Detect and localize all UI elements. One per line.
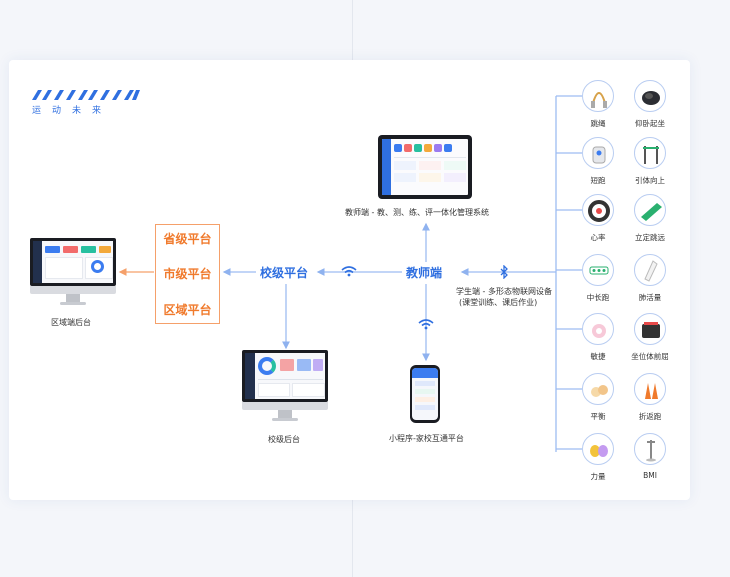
running-tag-icon bbox=[582, 254, 614, 286]
school-backend-label: 校级后台 bbox=[268, 435, 300, 444]
student-label-line1: 学生端 - 多形态物联网设备 bbox=[456, 287, 552, 296]
district-dashboard-screen bbox=[33, 241, 113, 283]
school-dashboard-screen bbox=[245, 353, 325, 399]
situp-device-icon bbox=[634, 80, 666, 112]
district-monitor bbox=[30, 238, 116, 308]
brand-name: 运动未来 bbox=[32, 106, 113, 116]
equipment-label: 引体向上 bbox=[635, 176, 665, 185]
province-platform: 省级平台 bbox=[163, 232, 212, 246]
school-platform: 校级平台 bbox=[260, 266, 309, 280]
height-scale-icon bbox=[634, 433, 666, 465]
equipment-label: 仰卧起坐 bbox=[635, 119, 665, 128]
teacher-system-label: 教师端 - 教、测、练、评一体化管理系统 bbox=[345, 208, 489, 217]
district-platform: 区域平台 bbox=[163, 303, 212, 317]
student-label-line2: (课堂训练、课后作业) bbox=[459, 298, 538, 307]
teacher-system-screen bbox=[382, 139, 468, 195]
equipment-label: 平衡 bbox=[590, 412, 606, 421]
wifi-icon bbox=[418, 319, 434, 330]
equipment-label: 短跑 bbox=[590, 176, 606, 185]
equipment-label: 立定跳远 bbox=[635, 233, 665, 242]
school-monitor bbox=[242, 350, 328, 424]
diagram-card bbox=[9, 60, 690, 500]
mini-program-label: 小程序-家校互通平台 bbox=[389, 434, 464, 443]
balance-pad-icon bbox=[582, 373, 614, 405]
district-backend-label: 区域端后台 bbox=[51, 318, 91, 327]
mini-program-screen bbox=[412, 368, 438, 420]
equipment-label: 跳绳 bbox=[590, 119, 606, 128]
brand-logo bbox=[32, 90, 140, 100]
jump-rope-icon bbox=[582, 80, 614, 112]
equipment-label: 力量 bbox=[590, 472, 606, 481]
equipment-label: BMI bbox=[643, 471, 657, 480]
equipment-label: 折返跑 bbox=[638, 412, 662, 421]
shuttle-cone-icon bbox=[634, 373, 666, 405]
sprint-device-icon bbox=[582, 137, 614, 169]
agility-light-icon bbox=[582, 313, 614, 345]
equipment-label: 坐位体前屈 bbox=[631, 352, 669, 361]
equipment-label: 心率 bbox=[590, 233, 606, 242]
long-jump-mat-icon bbox=[634, 194, 666, 226]
student-devices-label: 学生端 - 多形态物联网设备 (课堂训练、课后作业) bbox=[456, 286, 552, 308]
spirometer-icon bbox=[634, 254, 666, 286]
pullup-bar-icon bbox=[634, 137, 666, 169]
teacher-tablet bbox=[378, 135, 472, 199]
dumbbell-icon bbox=[582, 433, 614, 465]
equipment-label: 肺活量 bbox=[638, 293, 662, 302]
platform-group: 省级平台 市级平台 区域平台 bbox=[155, 224, 220, 324]
sit-reach-icon bbox=[634, 313, 666, 345]
heart-rate-band-icon bbox=[582, 194, 614, 226]
teacher-hub: 教师端 bbox=[406, 266, 443, 280]
equipment-label: 敏捷 bbox=[590, 352, 606, 361]
parent-phone bbox=[410, 365, 440, 423]
wifi-icon bbox=[341, 266, 357, 277]
city-platform: 市级平台 bbox=[163, 267, 212, 281]
equipment-label: 中长跑 bbox=[586, 293, 610, 302]
bluetooth-icon bbox=[500, 265, 508, 279]
